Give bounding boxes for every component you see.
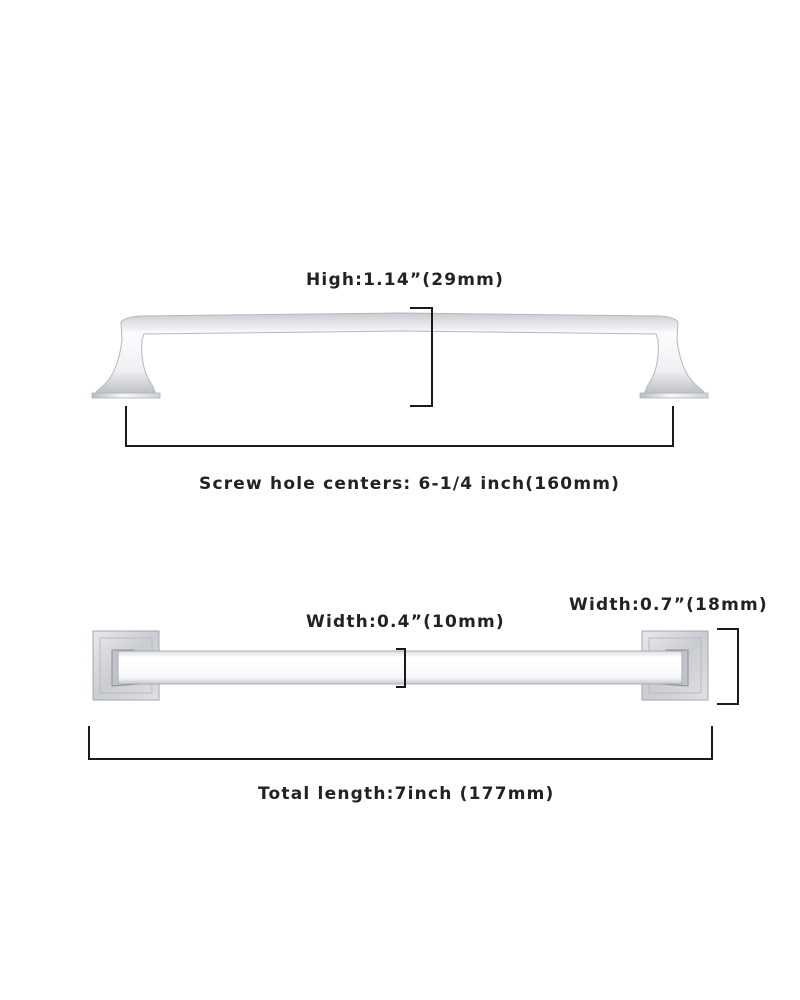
bar-width-dimension-bracket <box>396 648 406 688</box>
handle-bar-top <box>117 650 683 685</box>
height-label: High:1.14”(29mm) <box>306 270 505 290</box>
height-dimension-bracket <box>410 307 433 407</box>
total-length-label: Total length:7inch (177mm) <box>258 784 555 804</box>
handle-side-body <box>95 312 705 396</box>
screw-hole-dimension-bracket <box>125 406 674 447</box>
handle-right-foot-plate <box>639 392 709 399</box>
handle-top-view <box>92 630 709 701</box>
handle-left-foot-plate <box>91 392 161 399</box>
total-length-dimension-bracket <box>88 726 713 760</box>
handle-side-view <box>91 312 709 399</box>
screw-hole-centers-label: Screw hole centers: 6-1/4 inch(160mm) <box>199 474 621 494</box>
base-width-dimension-bracket <box>717 628 739 705</box>
base-width-label: Width:0.7”(18mm) <box>569 595 768 615</box>
bar-width-label: Width:0.4”(10mm) <box>306 612 505 632</box>
